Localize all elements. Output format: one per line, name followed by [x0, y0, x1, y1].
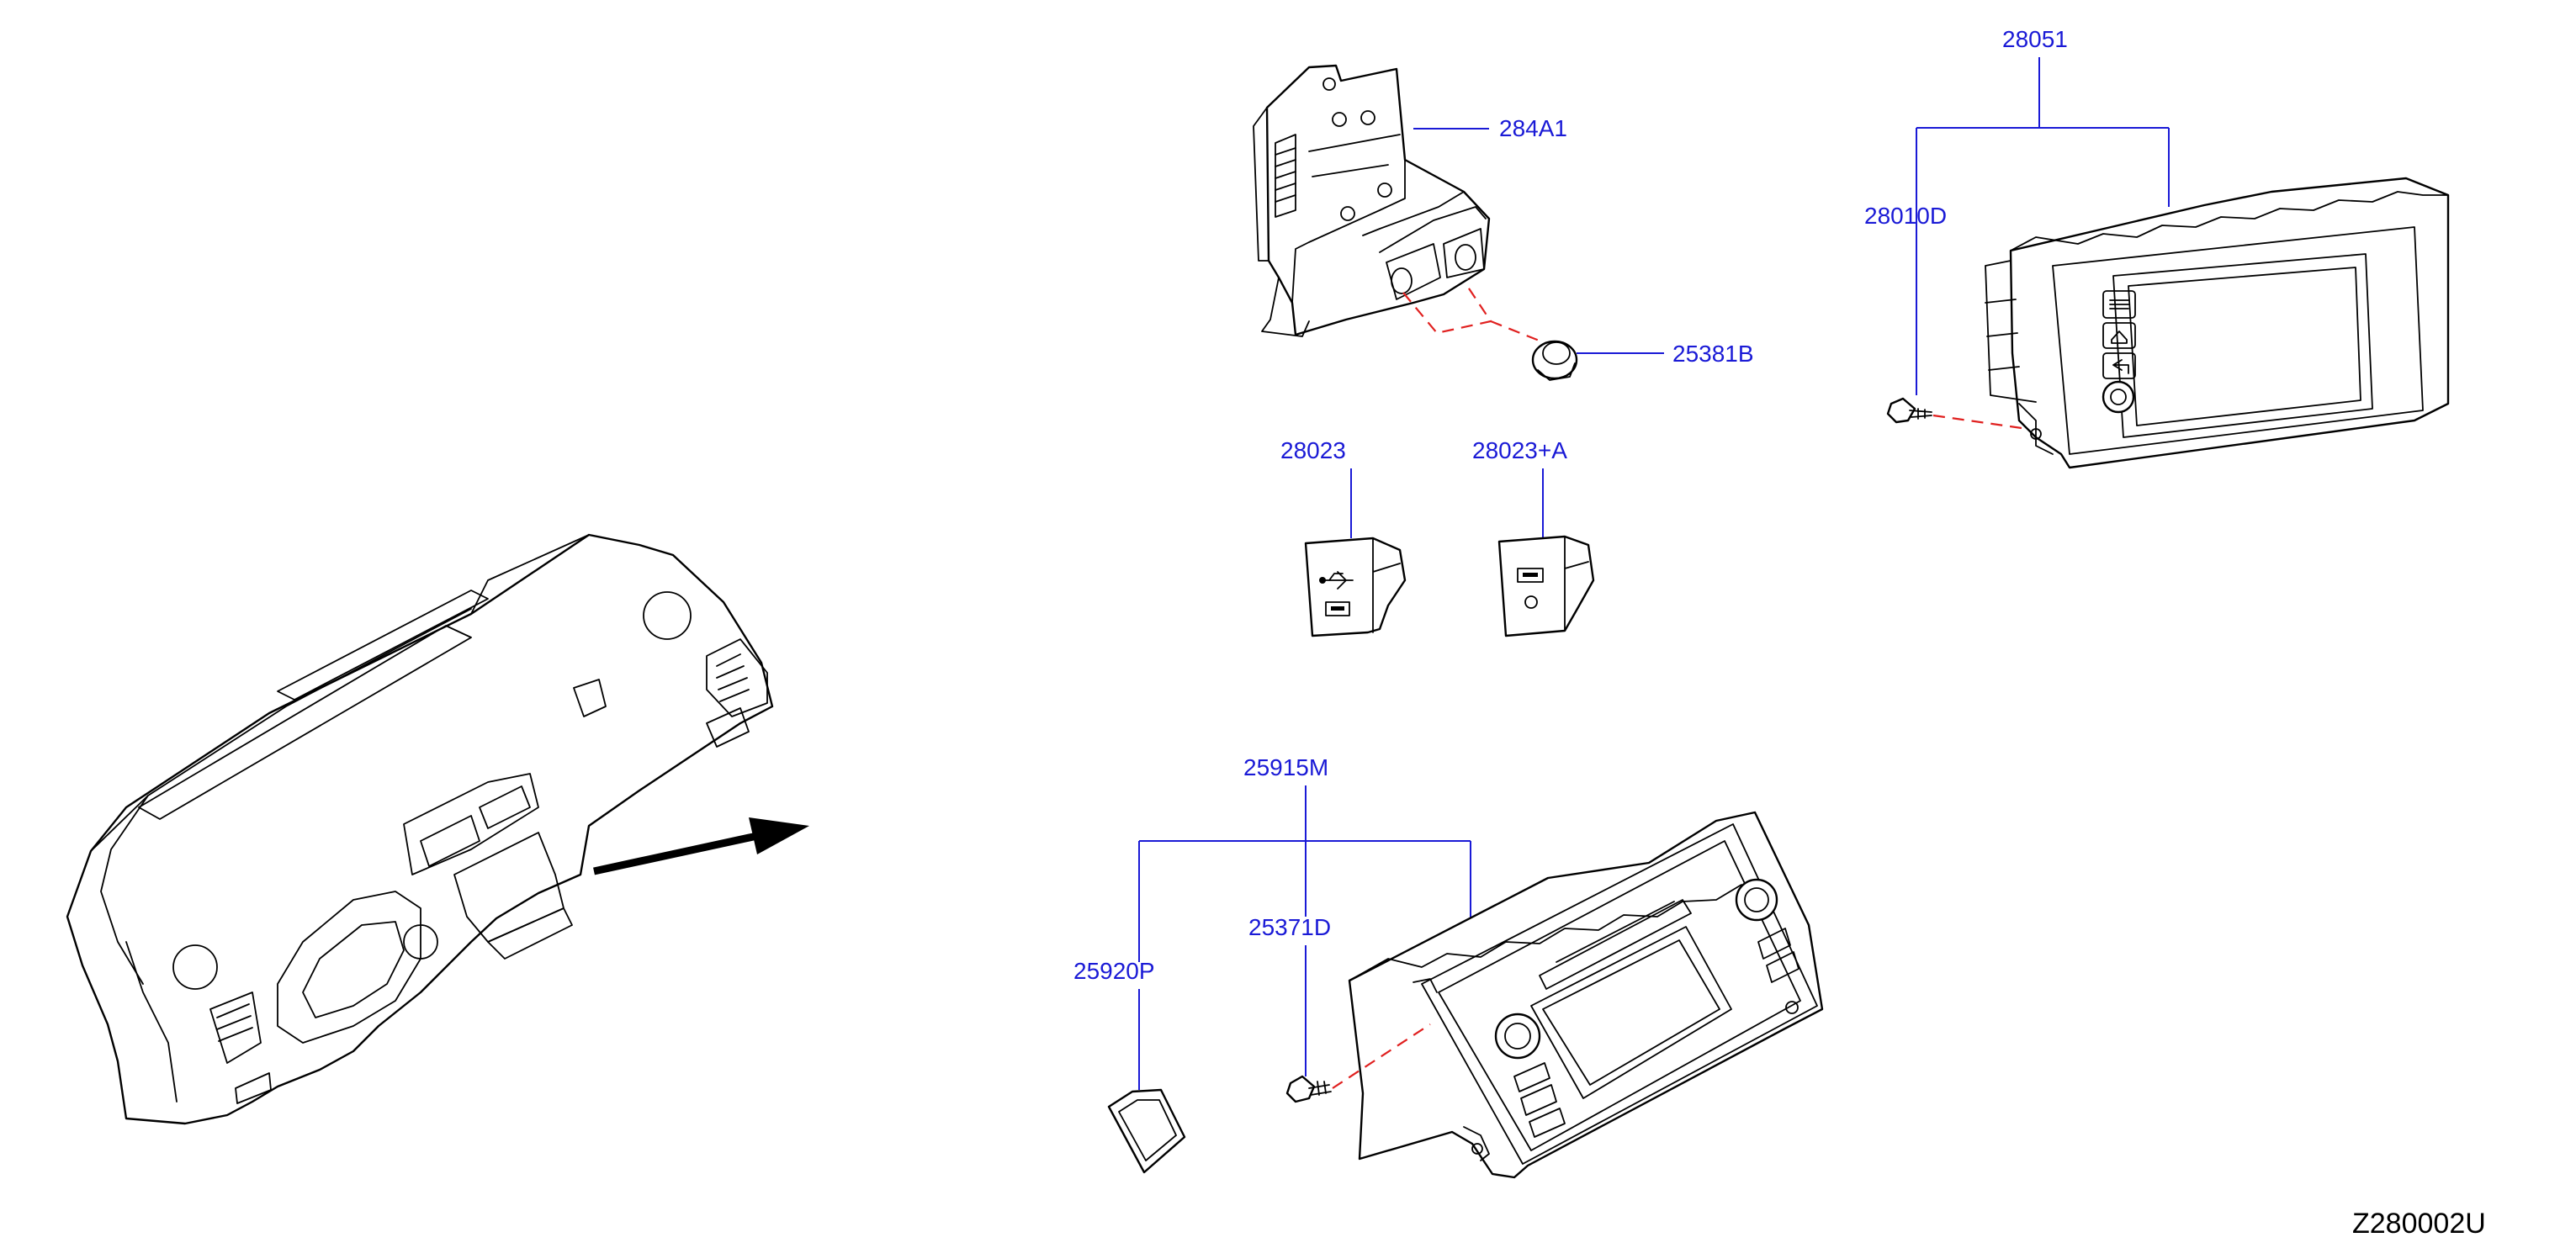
fastener-path-25381B: [1402, 285, 1550, 346]
direction-arrow: [593, 817, 809, 875]
usb-jack-part-28023[interactable]: [1304, 537, 1407, 637]
callout-28023A[interactable]: 28023+A: [1472, 437, 1567, 463]
fastener-path-25371D: [1332, 1023, 1431, 1089]
diagram-code: Z280002U: [2352, 1208, 2486, 1240]
callout-25381B[interactable]: 25381B: [1672, 341, 1754, 367]
usb-jack-part-28023A[interactable]: [1497, 535, 1595, 637]
callout-28023[interactable]: 28023: [1280, 437, 1346, 463]
leader-25915M: [1138, 785, 1471, 962]
callout-28010D[interactable]: 28010D: [1864, 203, 1947, 229]
display-unit-part-28051[interactable]: [1985, 177, 2450, 469]
clip-part-25381B[interactable]: [1531, 340, 1578, 381]
screw-part-25371D[interactable]: [1285, 1075, 1332, 1103]
callout-28051[interactable]: 28051: [2002, 26, 2068, 52]
audio-unit-part-25915M[interactable]: [1348, 811, 1824, 1179]
callout-25371D[interactable]: 25371D: [1248, 914, 1331, 940]
callout-25915M[interactable]: 25915M: [1243, 754, 1328, 780]
instrument-panel-illustration: [66, 533, 774, 1125]
screw-part-28010D[interactable]: [1886, 397, 1932, 424]
bracket-part-284A1[interactable]: [1253, 64, 1491, 337]
callout-25920P[interactable]: 25920P: [1073, 958, 1155, 984]
leader-28051: [1916, 57, 2170, 395]
sd-card-part-25920P[interactable]: [1107, 1088, 1186, 1174]
usb-icon: [1319, 571, 1354, 590]
back-icon: [2112, 359, 2129, 374]
home-icon: [2111, 331, 2128, 344]
callout-284A1[interactable]: 284A1: [1499, 115, 1567, 141]
fastener-path-28010D: [1932, 414, 2028, 431]
menu-icon: [2109, 299, 2129, 309]
